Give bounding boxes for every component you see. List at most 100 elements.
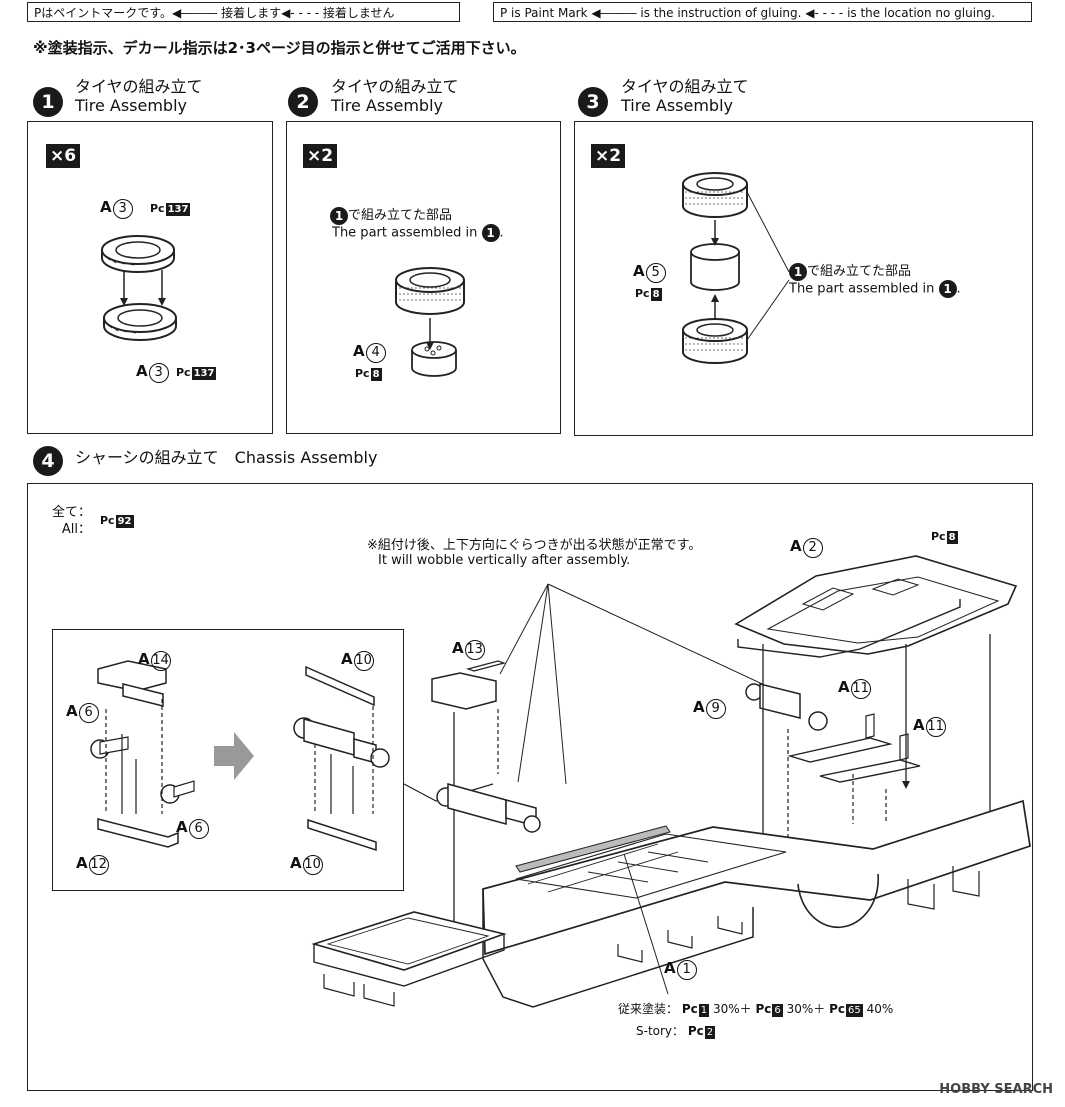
all-jp: 全て： — [52, 505, 92, 520]
part-number: 10 — [353, 651, 374, 671]
paint-story-label: S-tory： — [636, 1024, 685, 1038]
part-number: 6 — [78, 703, 99, 723]
step-1-number: 1 — [33, 87, 63, 117]
step-3-title-en: Tire Assembly — [621, 96, 733, 115]
paint-ratio: 30% — [712, 1002, 740, 1016]
paint-prefix: Pc — [681, 1002, 698, 1016]
step-4-number: 4 — [33, 446, 63, 476]
step-4-title: シャーシの組み立て Chassis Assembly — [75, 448, 378, 467]
legend-japanese: Pはペイントマークです。◀――― 接着します◀- - - - 接着しません — [27, 2, 460, 22]
step-2-drawing — [395, 267, 465, 377]
part-letter: A — [341, 650, 353, 668]
part-letter: A — [138, 650, 150, 668]
step-2-number: 2 — [288, 87, 318, 117]
paint-prefix: Pc — [176, 366, 191, 379]
step-2-title: タイヤの組み立て Tire Assembly — [331, 77, 459, 115]
step-4-drawing — [90, 555, 1031, 1008]
quantity-badge: ×2 — [303, 144, 338, 168]
part-number: 12 — [88, 855, 109, 875]
part-number: 6 — [188, 819, 209, 839]
part-number: 1 — [676, 960, 697, 980]
part-letter: A — [353, 342, 365, 360]
paint-ratio: 40% — [866, 1002, 894, 1016]
step-3-title: タイヤの組み立て Tire Assembly — [621, 77, 749, 115]
plus-sign: ＋ — [813, 1002, 826, 1016]
paint-prefix: Pc — [755, 1002, 772, 1016]
paint-prefix: Pc — [150, 202, 165, 215]
reference-jp-text: で組み立てた部品 — [807, 264, 912, 279]
part-number: 2 — [802, 538, 823, 558]
paint-color-code: 8 — [370, 368, 382, 381]
step-ref-icon: 1 — [938, 280, 957, 298]
paint-color-code: 6 — [772, 1004, 783, 1017]
quantity-badge: ×6 — [46, 144, 81, 168]
paint-color-code: 8 — [650, 288, 662, 301]
part-letter: A — [633, 262, 645, 280]
part-number: 11 — [850, 679, 871, 699]
plus-sign: ＋ — [739, 1002, 752, 1016]
reference-en-text: The part assembled in — [789, 281, 935, 297]
part-number: 14 — [150, 651, 171, 671]
part-number: 9 — [705, 699, 726, 719]
step-ref-icon: 1 — [789, 262, 807, 281]
part-number: 3 — [112, 199, 133, 219]
wobble-note-en: It will wobble vertically after assembly… — [378, 553, 631, 568]
step-3-number: 3 — [578, 87, 608, 117]
paint-color-code: 8 — [946, 531, 958, 544]
watermark: HOBBY SEARCH — [939, 1082, 1053, 1097]
part-letter: A — [913, 716, 925, 734]
part-number: 11 — [925, 717, 946, 737]
paint-prefix: Pc — [635, 287, 650, 300]
part-letter: A — [452, 639, 464, 657]
step-3-drawing — [682, 172, 790, 364]
part-number: 10 — [302, 855, 323, 875]
painting-note: ※塗装指示、デカール指示は2･3ページ目の指示と併せてご活用下さい。 — [33, 39, 526, 57]
part-letter: A — [664, 959, 676, 977]
quantity-badge: ×2 — [591, 144, 626, 168]
step-2-title-en: Tire Assembly — [331, 96, 443, 115]
paint-traditional-label: 従来塗装： — [618, 1002, 679, 1016]
step-2-title-jp: タイヤの組み立て — [331, 77, 459, 96]
paint-prefix: Pc — [829, 1002, 846, 1016]
paint-color-code: 92 — [115, 515, 134, 528]
wobble-note-jp: ※組付け後、上下方向にぐらつきが出る状態が正常です。 — [367, 538, 702, 553]
reference-jp-text: で組み立てた部品 — [348, 208, 453, 223]
part-number: 4 — [365, 343, 386, 363]
paint-color-code: 1 — [698, 1004, 710, 1017]
paint-prefix: Pc — [100, 514, 115, 527]
step-ref-icon: 1 — [330, 206, 348, 225]
reference-en: The part assembled in 1. — [332, 224, 504, 242]
paint-color-code: 137 — [191, 367, 217, 380]
legend-english: P is Paint Mark ◀――― is the instruction … — [493, 2, 1032, 22]
step-1-title-jp: タイヤの組み立て — [75, 77, 203, 96]
part-letter: A — [100, 198, 112, 216]
step-3-title-jp: タイヤの組み立て — [621, 77, 749, 96]
part-letter: A — [76, 854, 88, 872]
paint-prefix: Pc — [355, 367, 370, 380]
part-number: 5 — [645, 263, 666, 283]
